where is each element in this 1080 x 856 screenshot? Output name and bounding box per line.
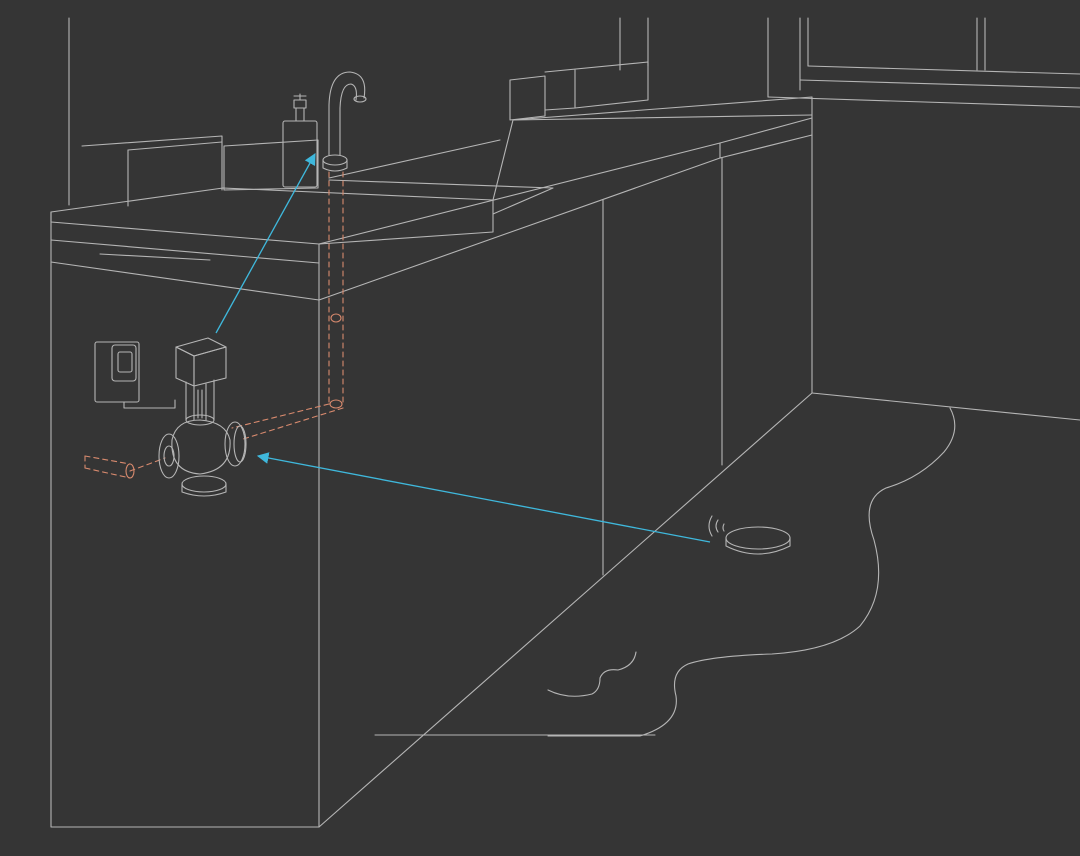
- wall-controller: [94, 341, 176, 409]
- motorized-valve: [158, 337, 247, 497]
- signal-arrow-valve-to-faucet: [215, 152, 316, 334]
- backsplash-boxes: [81, 61, 649, 207]
- valve-actuator: [175, 337, 227, 387]
- water-leak-sensor: [708, 515, 791, 555]
- signal-arrow-sensor-to-valve: [256, 452, 711, 543]
- signal-arrows: [215, 152, 711, 543]
- floor-puddle: [547, 407, 956, 737]
- room-walls: [68, 17, 1080, 421]
- soap-dispenser: [282, 93, 318, 188]
- faucet: [322, 71, 367, 172]
- water-pipe: [84, 171, 344, 479]
